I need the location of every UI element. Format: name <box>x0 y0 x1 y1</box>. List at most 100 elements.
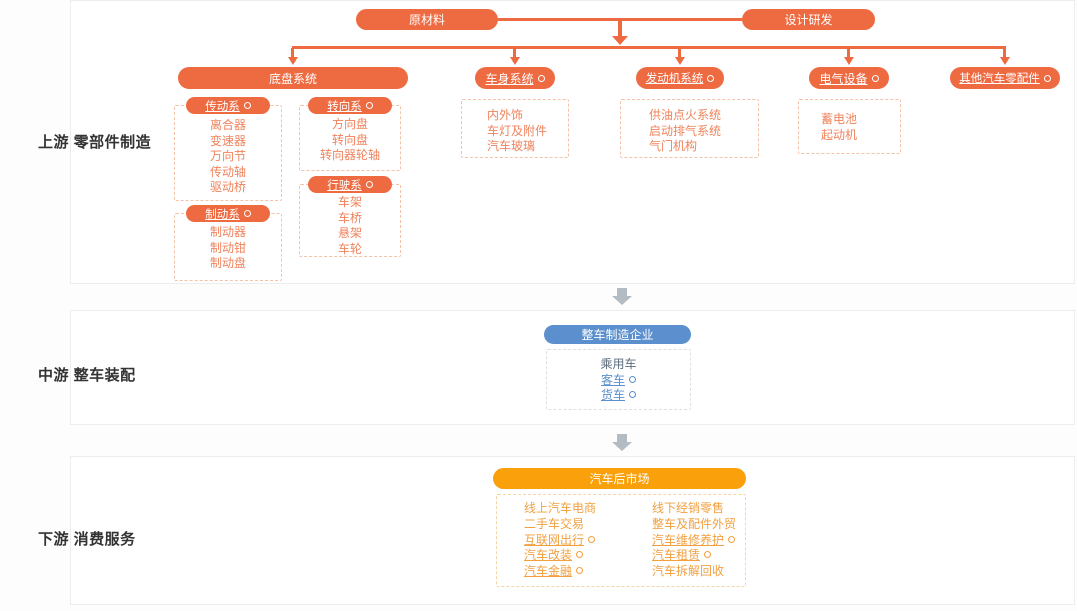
list-item: 方向盘 <box>331 117 368 131</box>
list-item: 汽车拆解回收 <box>652 564 725 579</box>
link-label: 客车 <box>600 372 625 387</box>
category-pill-chassis[interactable]: 底盘系统 <box>178 67 408 89</box>
link-ring-icon <box>704 551 712 559</box>
list-item: 车灯及附件 <box>487 123 548 138</box>
list-item-link[interactable]: 汽车维修养护 <box>652 533 736 549</box>
branch-arrow-down-icon <box>510 57 520 65</box>
link-ring-icon <box>537 74 545 82</box>
downstream-panel: 汽车后市场 线上汽车电商 二手车交易 互联网出行 汽车改装 汽车金融 线下经销零… <box>70 456 1075 605</box>
list-item: 车轮 <box>337 241 362 256</box>
upstream-tier-label: 上游 零部件制造 <box>38 134 152 151</box>
group-pill-steering[interactable]: 转向系 <box>308 97 392 114</box>
link-ring-icon <box>588 535 596 543</box>
link-ring-icon <box>629 375 636 383</box>
group-box-transmission: 传动系 离合器 变速器 万向节 传动轴 驱动桥 <box>174 97 282 201</box>
category-label: 车身系统 <box>485 71 534 86</box>
list-item-link[interactable]: 货车 <box>547 388 690 404</box>
raw-material-pill[interactable]: 原材料 <box>356 9 498 30</box>
upstream-panel: 原材料 设计研发 底盘系统 车身系统 发动机系统 电气设备 <box>70 0 1075 284</box>
link-label: 汽车租赁 <box>652 548 701 563</box>
category-pill-electric[interactable]: 电气设备 <box>809 67 889 89</box>
list-item: 乘用车 <box>600 357 637 371</box>
list-item-link[interactable]: 互联网出行 <box>524 533 644 549</box>
center-arrow-down-icon <box>612 36 628 45</box>
list-item: 整车及配件外贸 <box>652 516 737 531</box>
list-item: 制动器 <box>209 225 246 239</box>
list-item: 变速器 <box>209 133 246 148</box>
vehicle-manufacturer-pill[interactable]: 整车制造企业 <box>544 325 691 344</box>
category-pill-body[interactable]: 车身系统 <box>475 67 555 89</box>
list-item: 气门机构 <box>649 139 698 153</box>
branch-arrow-down-icon <box>288 57 298 65</box>
list-item: 启动排气系统 <box>649 123 722 138</box>
list-item: 蓄电池 <box>821 112 858 126</box>
category-label: 底盘系统 <box>268 71 317 86</box>
group-pill-transmission[interactable]: 传动系 <box>186 97 270 114</box>
group-pill-braking[interactable]: 制动系 <box>186 205 270 222</box>
list-item: 起动机 <box>821 127 858 142</box>
list-item-link[interactable]: 汽车金融 <box>524 564 644 580</box>
list-item: 转向器轮轴 <box>319 148 380 162</box>
aftermarket-pill[interactable]: 汽车后市场 <box>493 468 746 489</box>
list-item-link[interactable]: 汽车租赁 <box>652 548 736 564</box>
branch-arrow-down-icon <box>1000 57 1010 65</box>
category-label: 发动机系统 <box>645 73 704 85</box>
body-system-box: 内外饰 车灯及附件 汽车玻璃 <box>461 99 569 158</box>
link-label: 互联网出行 <box>524 532 585 547</box>
midstream-panel: 整车制造企业 乘用车 客车 货车 <box>70 310 1075 425</box>
list-item: 二手车交易 <box>524 516 585 531</box>
link-ring-icon <box>629 391 636 398</box>
group-box-steering: 转向系 方向盘 转向盘 转向器轮轴 <box>299 97 401 171</box>
branch-stem <box>1003 48 1006 58</box>
list-item: 线下经销零售 <box>652 501 725 515</box>
link-ring-icon <box>576 551 584 559</box>
category-pill-other-parts[interactable]: 其他汽车零配件 <box>950 67 1060 89</box>
group-box-braking: 制动系 制动器 制动钳 制动盘 <box>174 205 282 281</box>
link-ring-icon <box>365 102 373 109</box>
branch-stem <box>291 48 294 58</box>
distribution-line <box>292 46 1006 49</box>
design-rd-label: 设计研发 <box>784 13 833 27</box>
category-label: 电气设备 <box>819 71 868 86</box>
group-label: 转向系 <box>327 100 362 113</box>
list-item: 车架 <box>337 195 362 209</box>
list-item: 传动轴 <box>209 164 246 179</box>
vehicle-types-box: 乘用车 客车 货车 <box>546 349 691 410</box>
link-label: 汽车改装 <box>524 548 573 563</box>
link-label: 汽车维修养护 <box>652 532 725 547</box>
link-ring-icon <box>871 74 879 82</box>
link-ring-icon <box>1043 74 1051 82</box>
list-item-link[interactable]: 客车 <box>547 373 690 389</box>
group-label: 制动系 <box>205 208 240 221</box>
link-ring-icon <box>365 181 373 188</box>
center-arrow-stem <box>618 20 622 37</box>
list-item: 线上汽车电商 <box>524 501 597 515</box>
design-rd-pill[interactable]: 设计研发 <box>742 9 875 30</box>
downstream-tier-label: 下游 消费服务 <box>38 531 136 548</box>
link-ring-icon <box>243 210 251 217</box>
vehicle-manufacturer-label: 整车制造企业 <box>581 328 654 342</box>
link-ring-icon <box>576 567 584 575</box>
list-item-link[interactable]: 汽车改装 <box>524 548 644 564</box>
group-label: 传动系 <box>205 100 240 113</box>
branch-arrow-down-icon <box>844 57 854 65</box>
list-item: 万向节 <box>209 149 246 163</box>
raw-material-label: 原材料 <box>408 13 445 27</box>
list-item: 制动钳 <box>209 240 246 255</box>
list-item: 制动盘 <box>209 256 246 270</box>
list-item: 汽车玻璃 <box>487 139 536 153</box>
midstream-tier-label: 中游 整车装配 <box>38 367 136 384</box>
branch-stem <box>847 48 850 58</box>
list-item: 离合器 <box>209 118 246 132</box>
section-arrow-stem <box>617 288 627 296</box>
aftermarket-label: 汽车后市场 <box>589 472 650 486</box>
section-arrow-stem <box>617 434 627 442</box>
list-item: 驱动桥 <box>209 180 246 194</box>
category-pill-engine[interactable]: 发动机系统 <box>636 67 724 89</box>
group-pill-running[interactable]: 行驶系 <box>308 176 392 193</box>
list-item: 供油点火系统 <box>649 108 722 122</box>
group-box-running: 行驶系 车架 车桥 悬架 车轮 <box>299 176 401 257</box>
branch-stem <box>678 48 681 58</box>
list-item: 悬架 <box>337 226 362 240</box>
